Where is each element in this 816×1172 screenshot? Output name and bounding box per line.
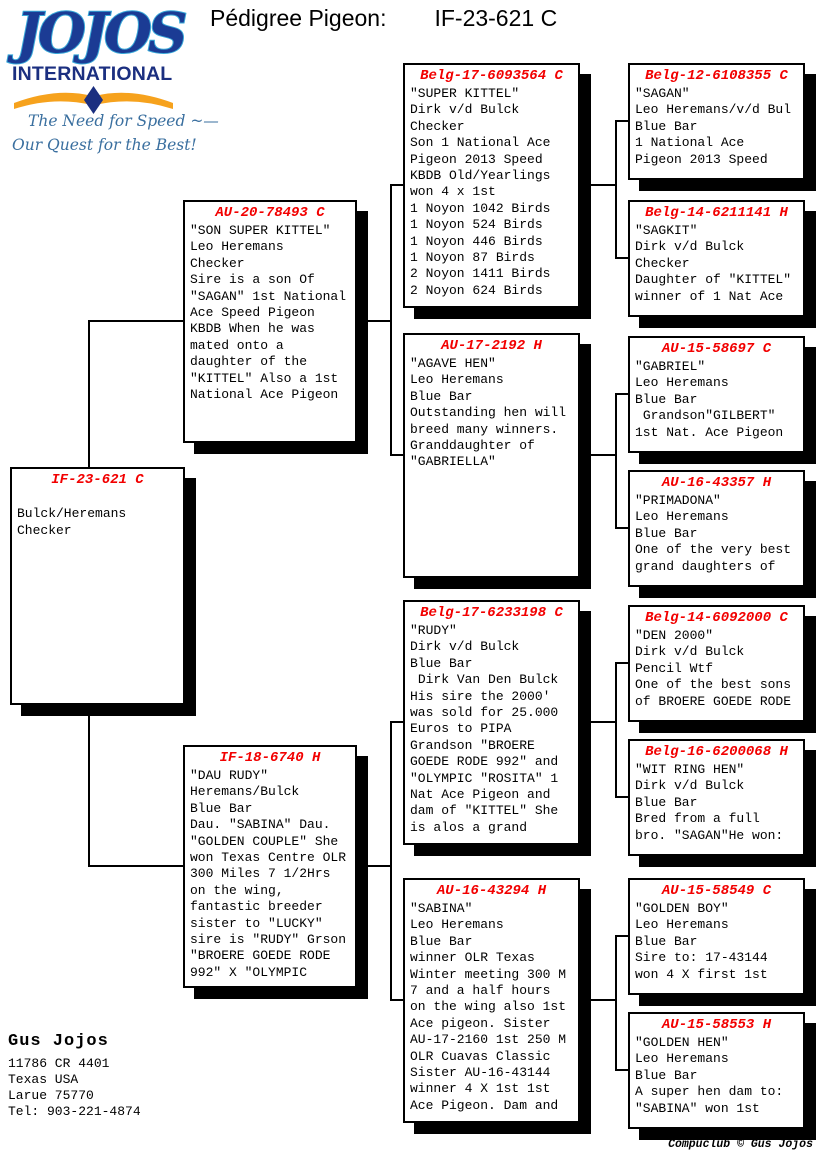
pedigree-box-sire-dam-dam: AU-16-43357 H "PRIMADONA" Leo Heremans B… [628, 470, 805, 587]
pedigree-box-sire-sire-sire: Belg-12-6108355 C "SAGAN" Leo Heremans/v… [628, 63, 805, 180]
ring-number: Belg-14-6211141 H [645, 205, 788, 221]
connector-line [615, 935, 617, 1071]
pigeon-details: "RUDY" Dirk v/d Bulck Blue Bar Dirk Van … [410, 623, 559, 835]
logo-tagline-1: The Need for Speed ~— [28, 112, 219, 130]
connector-line [617, 1069, 628, 1071]
pigeon-details: "SAGAN" Leo Heremans/v/d Bul Blue Bar 1 … [635, 86, 792, 167]
ring-number: Belg-17-6093564 C [420, 68, 563, 84]
connector-line [617, 935, 628, 937]
connector-line [617, 527, 628, 529]
ring-number: AU-16-43294 H [436, 883, 547, 899]
pigeon-details: "PRIMADONA" Leo Heremans Blue Bar One of… [635, 493, 792, 574]
ring-number: AU-15-58549 C [661, 883, 772, 899]
ring-number: Belg-17-6233198 C [420, 605, 563, 621]
page-title-ring: IF-23-621 C [434, 5, 558, 31]
connector-line [615, 662, 617, 798]
pedigree-box-subject: IF-23-621 C Bulck/Heremans Checker [10, 467, 185, 705]
connector-line [578, 721, 617, 723]
pigeon-details: Bulck/Heremans Checker [17, 506, 127, 538]
connector-line [88, 320, 90, 469]
ring-number: AU-15-58697 C [661, 341, 772, 357]
ring-number: Belg-16-6200068 H [645, 744, 788, 760]
pedigree-box-sire: AU-20-78493 C "SON SUPER KITTEL" Leo Her… [183, 200, 357, 443]
pigeon-details: "DEN 2000" Dirk v/d Bulck Pencil Wtf One… [635, 628, 792, 709]
connector-line [392, 454, 403, 456]
pedigree-box-dam-dam-sire: AU-15-58549 C "GOLDEN BOY" Leo Heremans … [628, 878, 805, 995]
ring-number: AU-16-43357 H [661, 475, 772, 491]
owner-name: Gus Jojos [8, 1032, 109, 1051]
connector-line [88, 865, 185, 867]
connector-line [617, 120, 628, 122]
pedigree-box-sire-dam-sire: AU-15-58697 C "GABRIEL" Leo Heremans Blu… [628, 336, 805, 453]
connector-line [578, 184, 617, 186]
connector-line [355, 320, 392, 322]
ring-number: Belg-12-6108355 C [645, 68, 788, 84]
owner-address: 11786 CR 4401 Texas USA Larue 75770 Tel:… [8, 1056, 141, 1119]
connector-line [615, 393, 617, 529]
ring-number: IF-23-621 C [51, 472, 144, 488]
page-title: Pédigree Pigeon: IF-23-621 C [210, 5, 557, 32]
connector-line [617, 257, 628, 259]
connector-line [392, 999, 403, 1001]
connector-line [390, 721, 392, 1001]
connector-line [390, 184, 392, 456]
pigeon-details: "GABRIEL" Leo Heremans Blue Bar Grandson… [635, 359, 784, 440]
pedigree-box-dam-sire-dam: Belg-16-6200068 H "WIT RING HEN" Dirk v/… [628, 739, 805, 856]
pedigree-box-dam-sire-sire: Belg-14-6092000 C "DEN 2000" Dirk v/d Bu… [628, 605, 805, 722]
connector-line [88, 320, 185, 322]
pedigree-box-dam-dam-dam: AU-15-58553 H "GOLDEN HEN" Leo Heremans … [628, 1012, 805, 1129]
compuclub-credit: Compuclub © Gus Jojos [668, 1138, 813, 1151]
pedigree-box-sire-sire-dam: Belg-14-6211141 H "SAGKIT" Dirk v/d Bulc… [628, 200, 805, 317]
jojos-logo-subtitle: INTERNATIONAL [12, 63, 173, 85]
ring-number: AU-15-58553 H [661, 1017, 772, 1033]
connector-line [617, 662, 628, 664]
connector-line [88, 705, 90, 867]
pedigree-box-sire-dam: AU-17-2192 H "AGAVE HEN" Leo Heremans Bl… [403, 333, 580, 578]
logo-tagline-2: Our Quest for the Best! [12, 136, 197, 154]
pigeon-details: "SAGKIT" Dirk v/d Bulck Checker Daughter… [635, 223, 792, 304]
pigeon-details: "WIT RING HEN" Dirk v/d Bulck Blue Bar B… [635, 762, 784, 843]
connector-line [578, 454, 617, 456]
connector-line [392, 184, 403, 186]
pedigree-box-sire-sire: Belg-17-6093564 C "SUPER KITTEL" Dirk v/… [403, 63, 580, 308]
connector-line [615, 120, 617, 259]
jojos-logo-text: JOJOS [15, 0, 189, 65]
pedigree-box-dam-sire: Belg-17-6233198 C "RUDY" Dirk v/d Bulck … [403, 600, 580, 845]
connector-line [392, 721, 403, 723]
pedigree-box-dam: IF-18-6740 H "DAU RUDY" Heremans/Bulck B… [183, 745, 357, 988]
connector-line [617, 393, 628, 395]
connector-line [578, 999, 617, 1001]
connector-line [617, 796, 628, 798]
pedigree-box-dam-dam: AU-16-43294 H "SABINA" Leo Heremans Blue… [403, 878, 580, 1123]
pigeon-details: "GOLDEN HEN" Leo Heremans Blue Bar A sup… [635, 1035, 784, 1116]
ring-number: AU-20-78493 C [215, 205, 325, 221]
ring-number: Belg-14-6092000 C [645, 610, 788, 626]
pigeon-details: "GOLDEN BOY" Leo Heremans Blue Bar Sire … [635, 901, 768, 982]
ring-number: IF-18-6740 H [219, 750, 321, 766]
pigeon-details: "SUPER KITTEL" Dirk v/d Bulck Checker So… [410, 86, 551, 298]
ring-number: AU-17-2192 H [441, 338, 542, 354]
connector-line [355, 865, 392, 867]
page-title-label: Pédigree Pigeon: [210, 5, 387, 31]
pigeon-details: "SON SUPER KITTEL" Leo Heremans Checker … [190, 223, 347, 403]
pigeon-details: "AGAVE HEN" Leo Heremans Blue Bar Outsta… [410, 356, 567, 470]
logo-swoosh-icon [12, 86, 175, 121]
pigeon-details: "DAU RUDY" Heremans/Bulck Blue Bar Dau. … [190, 768, 347, 980]
pigeon-details: "SABINA" Leo Heremans Blue Bar winner OL… [410, 901, 567, 1113]
